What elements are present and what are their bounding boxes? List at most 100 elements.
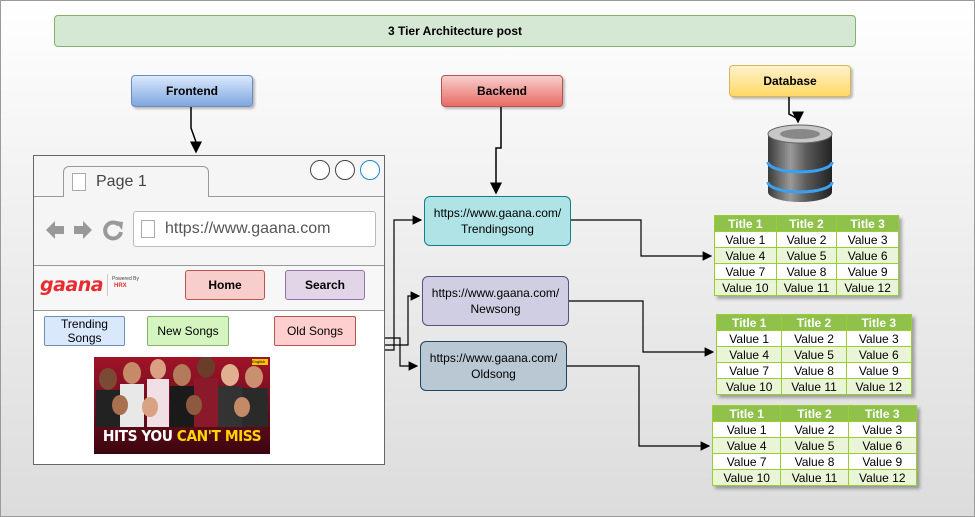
tab-label: Page 1 [96, 173, 147, 190]
backend-label: Backend [441, 75, 563, 107]
table-cell: Value 3 [847, 421, 918, 438]
powered-by-text: Powered By [112, 276, 139, 282]
table-cell: Value 8 [780, 453, 849, 470]
table-cell: Value 10 [714, 279, 777, 296]
table-cell: Value 5 [775, 247, 838, 264]
browser-tab[interactable]: Page 1 [63, 166, 209, 197]
table-cell: Value 6 [836, 247, 899, 264]
table-cell: Value 2 [780, 421, 849, 438]
back-arrow-icon[interactable] [44, 219, 66, 241]
table-cell: Value 12 [845, 378, 913, 395]
logo-divider [107, 274, 108, 296]
table-cell: Value 1 [715, 330, 783, 347]
table-header-cell: Title 1 [711, 405, 782, 422]
close-button[interactable] [360, 160, 380, 180]
table-cell: Value 12 [847, 469, 918, 486]
frontend-label: Frontend [131, 75, 253, 107]
search-button[interactable]: Search [285, 270, 365, 300]
table-header-cell: Title 1 [714, 215, 777, 232]
table-cell: Value 9 [836, 263, 899, 280]
table-cell: Value 2 [781, 330, 847, 347]
maximize-button[interactable] [335, 160, 355, 180]
frontend-arrow [190, 106, 202, 154]
table-cell: Value 4 [711, 437, 782, 454]
gaana-logo[interactable]: gaana [40, 274, 104, 296]
table-cell: Value 5 [780, 437, 849, 454]
database-label: Database [729, 65, 851, 97]
table-cell: Value 10 [715, 378, 783, 395]
table-cell: Value 9 [845, 362, 913, 379]
table-cell: Value 6 [845, 346, 913, 363]
table-cell: Value 2 [775, 231, 838, 248]
table-cell: Value 11 [775, 279, 838, 296]
table-cell: Value 7 [714, 263, 777, 280]
new-db-connector [567, 300, 715, 357]
old-songs-button[interactable]: Old Songs [274, 316, 356, 346]
table-cell: Value 5 [781, 346, 847, 363]
table-cell: Value 8 [775, 263, 838, 280]
table-cell: Value 4 [715, 346, 783, 363]
table-cell: Value 11 [780, 469, 849, 486]
browser-tab-strip: Page 1 [34, 156, 384, 197]
table-header-cell: Title 2 [781, 314, 847, 331]
diagram-title: 3 Tier Architecture post [54, 15, 856, 47]
table-header-cell: Title 1 [715, 314, 783, 331]
table-cell: Value 3 [845, 330, 913, 347]
table-header-cell: Title 2 [780, 405, 849, 422]
table-header-cell: Title 3 [836, 215, 899, 232]
address-row: https://www.gaana.com [34, 197, 384, 266]
table-cell: Value 1 [711, 421, 782, 438]
table-header-cell: Title 3 [847, 405, 918, 422]
table-cell: Value 4 [714, 247, 777, 264]
page-icon [72, 173, 86, 191]
backend-arrow [490, 106, 502, 195]
table-cell: Value 11 [781, 378, 847, 395]
old-service: https://www.gaana.com/Oldsong [420, 341, 567, 391]
trending-db-connector [569, 219, 713, 261]
old-db-connector [565, 365, 711, 451]
promo-banner[interactable]: English HITS YOU CAN'T MISS [94, 357, 270, 454]
url-bar[interactable]: https://www.gaana.com [133, 211, 376, 247]
trending-service: https://www.gaana.com/Trendingsong [424, 196, 571, 246]
table-cell: Value 7 [715, 362, 783, 379]
table-header-cell: Title 3 [845, 314, 913, 331]
new-songs-button[interactable]: New Songs [147, 316, 229, 346]
table-cell: Value 7 [711, 453, 782, 470]
table-cell: Value 8 [781, 362, 847, 379]
url-text: https://www.gaana.com [165, 220, 331, 237]
table-cell: Value 9 [847, 453, 918, 470]
minimize-button[interactable] [310, 160, 330, 180]
site-nav: gaana Powered By HRX Home Search [34, 266, 384, 311]
table-cell: Value 3 [836, 231, 899, 248]
table-header-cell: Title 2 [775, 215, 838, 232]
table-cell: Value 12 [836, 279, 899, 296]
table-cell: Value 1 [714, 231, 777, 248]
promo-badge: English [252, 359, 268, 365]
promo-text: HITS YOU CAN'T MISS [102, 427, 262, 445]
forward-arrow-icon[interactable] [72, 219, 94, 241]
reload-icon[interactable] [102, 219, 124, 241]
table-cell: Value 6 [847, 437, 918, 454]
table-cell: Value 10 [711, 469, 782, 486]
home-button[interactable]: Home [185, 270, 265, 300]
database-icon [766, 124, 834, 202]
artists-image [96, 357, 268, 427]
